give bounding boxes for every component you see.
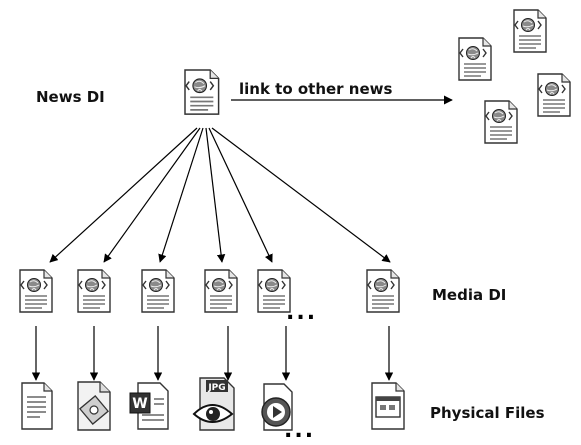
svg-text:W: W: [132, 396, 147, 412]
media-di-icon: [77, 269, 111, 313]
other-news-di-icon: [484, 100, 518, 144]
text-file-icon: [21, 382, 53, 430]
other-news-di-icon: [458, 37, 492, 81]
down-arrows: [31, 326, 394, 381]
news-di-icon: [184, 69, 220, 115]
other-news-di-icon: [537, 73, 571, 117]
video-play-file-icon: [261, 383, 293, 431]
media-di-icon: [19, 269, 53, 313]
fanout-arrows: [49, 127, 391, 263]
window-file-icon: [371, 382, 405, 430]
media-di-icon: [204, 269, 238, 313]
word-file-icon: W: [129, 382, 169, 430]
media-di-icon: [141, 269, 175, 313]
physical-files-label: Physical Files: [430, 404, 545, 422]
image-eye-file-icon: JPG: [192, 377, 235, 431]
media-di-icon: [366, 269, 400, 313]
other-news-di-icon: [513, 9, 547, 53]
tool-file-icon: [77, 381, 111, 431]
media-di-label: Media DI: [432, 286, 507, 304]
news-di-label: News DI: [36, 88, 105, 106]
more-files-ellipsis: ...: [284, 418, 316, 443]
more-media-ellipsis: ...: [286, 300, 318, 325]
link-to-other-news-label: link to other news: [239, 80, 393, 98]
svg-text:JPG: JPG: [207, 383, 225, 393]
